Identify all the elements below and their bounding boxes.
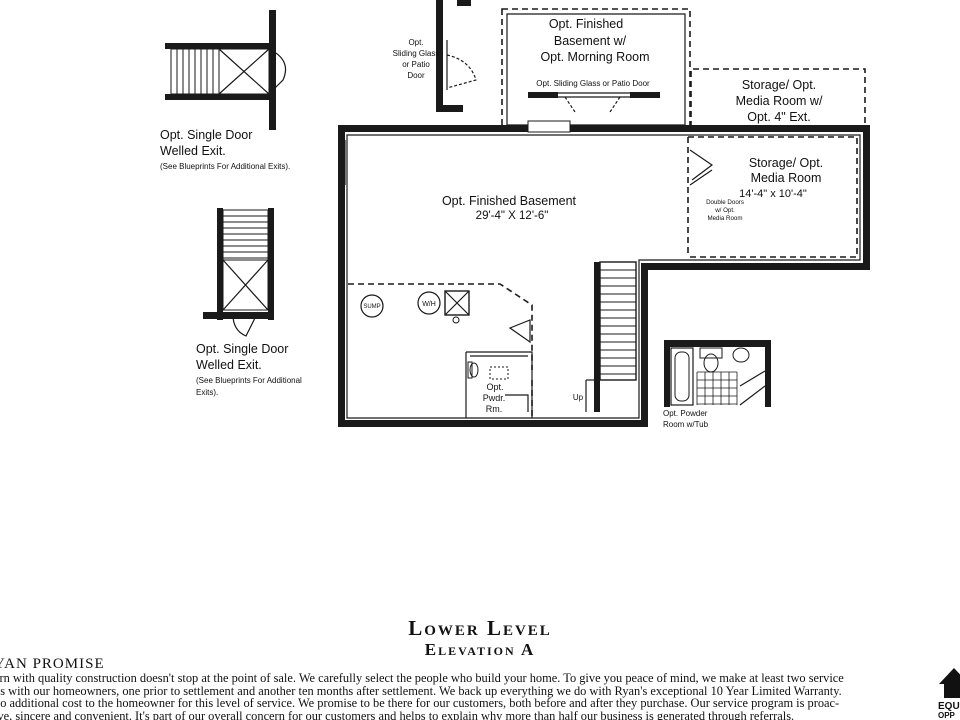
powder-tub-label-1: Opt. Powder: [663, 409, 708, 418]
morning-room-outline: [501, 8, 691, 133]
morning-room-label-3: Opt. Morning Room: [540, 50, 649, 64]
welled-exit-bottom: [203, 208, 274, 337]
promise-body: ern with quality construction doesn't st…: [0, 672, 929, 720]
welled-top-label-2: Welled Exit.: [160, 144, 226, 158]
powder-room: [465, 351, 533, 418]
sump-pit: [360, 294, 384, 318]
storage-dashed-outline: [688, 136, 858, 258]
water-heater: [417, 291, 441, 315]
plan-labels: Opt. Finished Basement 29'-4" X 12'-6" O…: [160, 17, 823, 429]
powder-room-with-tub: [664, 340, 771, 407]
welled-bottom-label-2: Welled Exit.: [196, 358, 262, 372]
double-doors-label-1: Double Doors: [706, 199, 744, 206]
promise-line: no additional cost to the homeowner for …: [0, 696, 840, 711]
lower-level-floor-plan: Opt. Finished Basement 29'-4" X 12'-6" O…: [160, 0, 870, 429]
promise-heading: YAN PROMISE: [0, 656, 105, 672]
powder-label-3: Rm.: [486, 404, 503, 414]
double-doors-label-2: w/ Opt.: [714, 207, 735, 214]
welled-exit-top: [165, 10, 287, 130]
ryan-promise-section: YAN PROMISE ern with quality constructio…: [0, 656, 929, 720]
level-title: Lower Level: [408, 616, 552, 640]
storage-ext-label-3: Opt. 4" Ext.: [747, 110, 811, 124]
sliding-door-label-3: or Patio: [402, 60, 430, 69]
storage-dims: 14'-4" x 10'-4": [739, 188, 807, 200]
main-basement-dims: 29'-4" X 12'-6": [476, 210, 549, 222]
elevation-title: Elevation A: [424, 640, 536, 659]
storage-ext-label-1: Storage/ Opt.: [742, 78, 816, 92]
stairs-up-label: Up: [573, 393, 584, 402]
sump-label: SUMP: [363, 304, 380, 310]
powder-label-2: Pwdr.: [483, 393, 506, 403]
double-doors-label-3: Media Room: [707, 215, 742, 222]
welled-bottom-label-3: (See Blueprints For Additional: [196, 376, 302, 385]
water-heater-label: W/H: [422, 301, 436, 308]
sliding-door-label-1: Opt.: [408, 38, 423, 47]
double-doors: [687, 137, 714, 257]
equal-housing-logo: EQU OPP: [936, 660, 960, 720]
svg-text:OPP: OPP: [938, 711, 956, 720]
sliding-door-label-4: Door: [407, 71, 425, 80]
promise-line: ns with our homeowners, one prior to set…: [0, 683, 842, 698]
morning-room-label-1: Opt. Finished: [549, 17, 623, 31]
welled-bottom-label-4: Exits).: [196, 388, 218, 397]
powder-tub-label-2: Room w/Tub: [663, 420, 709, 429]
morning-room-sliding-door: [528, 92, 660, 113]
morning-room-label-2: Basement w/: [554, 34, 627, 48]
welled-top-label-3: (See Blueprints For Additional Exits).: [160, 162, 290, 171]
left-window: [340, 140, 346, 185]
svg-text:EQU: EQU: [938, 701, 960, 712]
storage-label-2: Media Room: [751, 171, 822, 185]
basement-stairs: [585, 261, 637, 412]
inner-wall-line: [346, 134, 861, 419]
storage-label-1: Storage/ Opt.: [749, 156, 823, 170]
storage-ext-label-2: Media Room w/: [736, 94, 823, 108]
sliding-door-corner: [436, 0, 477, 112]
powder-label-1: Opt.: [486, 382, 503, 392]
welled-bottom-label-1: Opt. Single Door: [196, 342, 288, 356]
morning-room-door-label: Opt. Sliding Glass or Patio Door: [536, 79, 650, 88]
main-basement-name: Opt. Finished Basement: [442, 194, 577, 208]
storage-ext-outline: [690, 68, 866, 127]
promise-line: ern with quality construction doesn't st…: [0, 671, 844, 685]
welled-top-label-1: Opt. Single Door: [160, 128, 252, 142]
promise-line: ive, sincere and convenient. It's part o…: [0, 708, 795, 720]
mechanical-door: [508, 319, 531, 344]
sliding-door-label-2: Sliding Glass: [393, 49, 440, 58]
